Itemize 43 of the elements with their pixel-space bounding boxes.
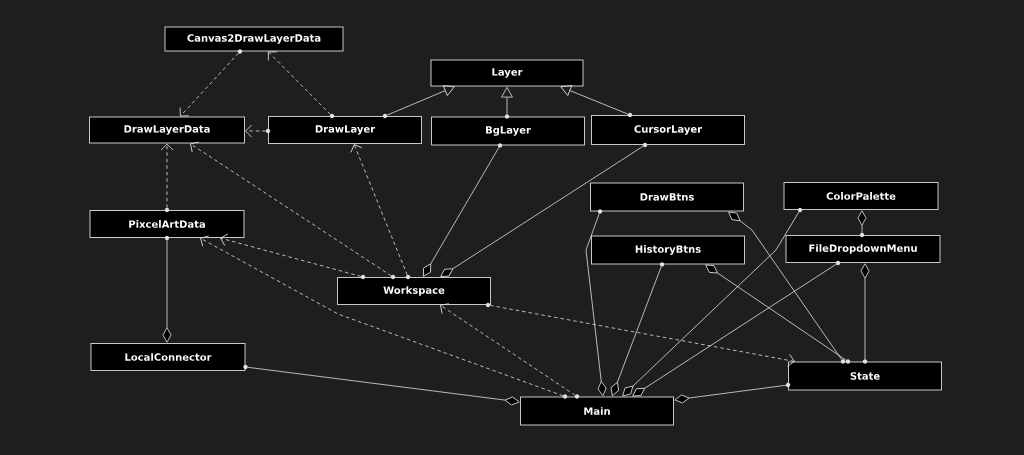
aggregation-line [705,264,847,361]
aggregation-line [632,263,837,397]
aggregation-line [610,266,662,397]
inheritance-arrow [501,86,513,115]
dependency-arrow [160,143,174,209]
class-box: Layer [430,59,584,87]
class-box: HistoryBtns [591,235,745,265]
dependency-arrow [220,233,362,277]
aggregation-line [585,213,607,397]
port-dot [562,394,580,399]
inheritance-arrow [386,85,455,116]
class-box: DrawLayer [268,116,422,144]
dependency-arrow [350,144,408,276]
aggregation-line [440,145,644,277]
dependency-arrow [179,52,239,117]
class-box: ColorPalette [783,182,939,210]
inheritance-arrow [560,85,629,115]
class-box: PixcelArtData [89,210,245,238]
aggregation-line [162,239,172,343]
port-dot [265,113,388,134]
dependency-arrow [245,124,267,138]
class-box: Main [520,396,674,426]
aggregation-line [728,211,843,361]
dependency-arrow [190,141,392,277]
port-dot [360,274,491,308]
aggregation-line [423,147,500,277]
aggregation-line [857,210,867,234]
dependency-arrow [489,305,795,367]
aggregation-line [860,263,870,360]
class-box: State [788,361,942,391]
aggregation-line [247,366,520,406]
class-box: LocalConnector [90,343,246,371]
class-box: Canvas2DrawLayerData [164,26,344,52]
class-box: CursorLayer [591,115,745,145]
dependency-arrow [267,51,331,115]
aggregation-line [622,211,800,397]
aggregation-line [674,384,787,404]
class-box: DrawLayerData [89,116,245,144]
class-box: BgLayer [431,116,585,146]
class-box: FileDropdownMenu [785,235,941,263]
class-box: DrawBtns [590,182,744,212]
dependency-arrow [200,235,564,397]
dependency-arrow [440,303,576,396]
